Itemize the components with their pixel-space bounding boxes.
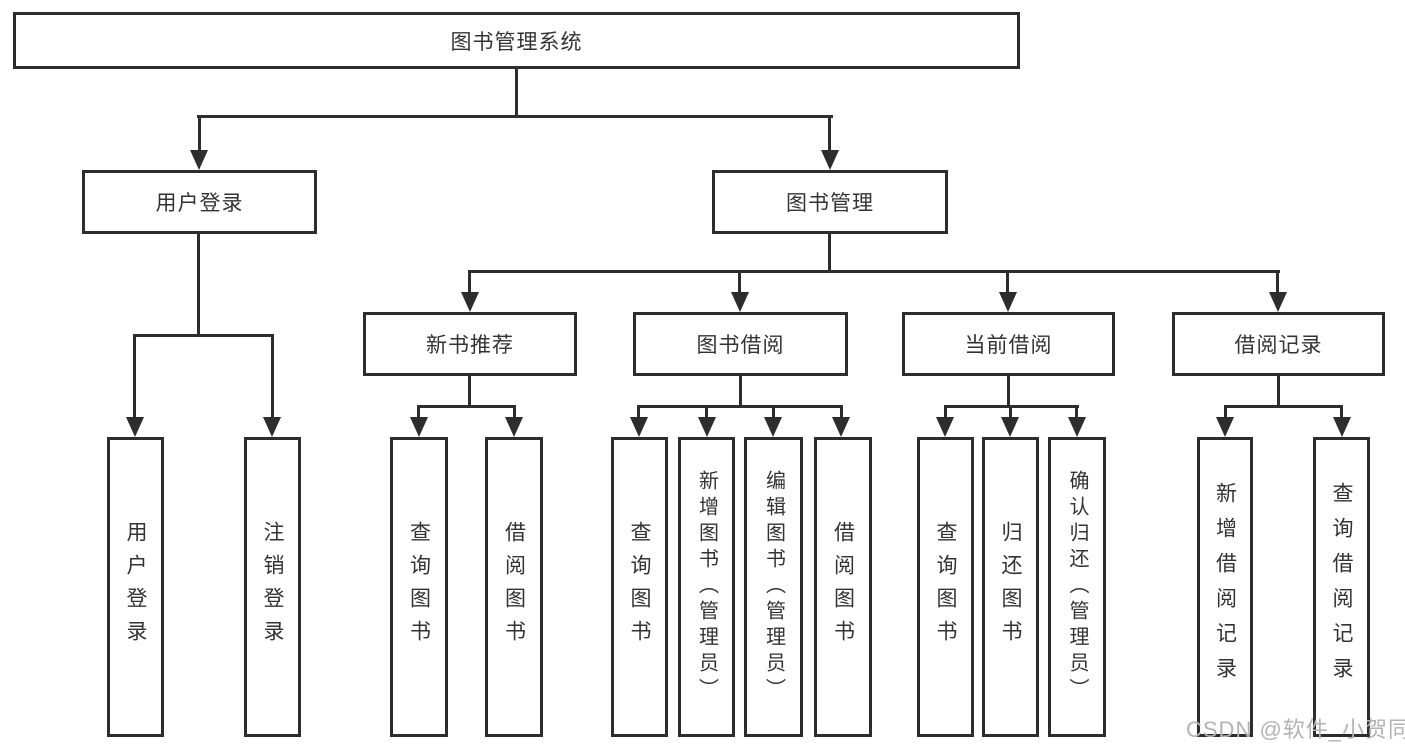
arrowhead-down-icon — [1001, 417, 1019, 437]
leaf-label: 查询图书 — [628, 521, 651, 653]
node-book-management: 图书管理 — [712, 170, 948, 234]
arrowhead-down-icon — [461, 292, 479, 312]
arrowhead-down-icon — [126, 417, 144, 437]
leaf-add-book-admin: 新增图书（管理员） — [678, 437, 735, 737]
arrowhead-down-icon — [764, 417, 782, 437]
leaf-add-borrow-record: 新增借阅记录 — [1197, 437, 1253, 737]
edge-g3-bar — [637, 405, 843, 408]
leaf-return-book: 归还图书 — [982, 437, 1039, 737]
leaf-query-borrow-record: 查询借阅记录 — [1313, 437, 1370, 737]
leaf-label: 确认归还（管理员） — [1066, 470, 1088, 704]
edge-bookmgmt-drop — [828, 234, 831, 272]
edge-g2-shaft-2 — [513, 405, 516, 419]
leaf-label: 用户登录 — [124, 521, 147, 653]
node-current-borrowing: 当前借阅 — [902, 312, 1115, 376]
arrowhead-down-icon — [832, 417, 850, 437]
leaf-user-login: 用户登录 — [107, 437, 164, 737]
leaf-logout: 注销登录 — [244, 437, 301, 737]
arrowhead-down-icon — [190, 150, 208, 170]
leaf-query-books-1: 查询图书 — [390, 437, 448, 737]
edge-g4-drop — [1007, 376, 1010, 407]
leaf-label: 新增图书（管理员） — [695, 470, 718, 704]
edge-root-bar — [197, 115, 833, 118]
arrowhead-down-icon — [1333, 417, 1351, 437]
arrowhead-down-icon — [630, 417, 648, 437]
leaf-label: 查询图书 — [407, 521, 431, 653]
leaf-label: 新增借阅记录 — [1213, 482, 1237, 692]
leaf-label: 注销登录 — [261, 521, 284, 653]
leaf-edit-book-admin: 编辑图书（管理员） — [744, 437, 803, 737]
edge-userlogin-shaft-1 — [133, 334, 136, 419]
edge-g2-bar — [417, 405, 516, 408]
node-user-login-group: 用户登录 — [82, 170, 317, 234]
arrowhead-down-icon — [505, 417, 523, 437]
arrowhead-down-icon — [821, 150, 839, 170]
edge-root-left-shaft — [198, 115, 201, 153]
edge-g3-shaft-3 — [772, 405, 775, 419]
arrowhead-down-icon — [698, 417, 716, 437]
leaf-borrow-books-1: 借阅图书 — [485, 437, 543, 737]
edge-g3-shaft-4 — [840, 405, 843, 419]
node-borrowing-records: 借阅记录 — [1172, 312, 1385, 376]
node-new-book-recommendation: 新书推荐 — [363, 312, 577, 376]
edge-level3-shaft-2 — [738, 270, 741, 294]
leaf-label: 归还图书 — [999, 521, 1022, 653]
edge-g2-shaft-1 — [417, 405, 420, 419]
leaf-query-books-2: 查询图书 — [611, 437, 668, 737]
arrowhead-down-icon — [1216, 417, 1234, 437]
leaf-confirm-return-admin: 确认归还（管理员） — [1048, 437, 1106, 737]
node-label: 用户登录 — [155, 192, 244, 215]
edge-root-right-shaft — [828, 115, 831, 153]
edge-level3-bar — [468, 270, 1280, 273]
leaf-label: 查询图书 — [934, 521, 957, 653]
leaf-borrow-books-2: 借阅图书 — [814, 437, 872, 737]
edge-g2-drop — [468, 376, 471, 407]
node-label: 图书管理系统 — [450, 30, 583, 54]
edge-root-drop — [515, 69, 518, 117]
arrowhead-down-icon — [1269, 292, 1287, 312]
leaf-label: 编辑图书（管理员） — [762, 470, 785, 704]
edge-level3-shaft-4 — [1276, 270, 1279, 294]
edge-g4-shaft-2 — [1009, 405, 1012, 419]
edge-g5-bar — [1224, 405, 1343, 408]
csdn-watermark: CSDN @软件_小贺同学 — [1186, 717, 1405, 742]
node-label: 新书推荐 — [426, 334, 514, 357]
edge-g4-shaft-3 — [1075, 405, 1078, 419]
edge-g3-shaft-1 — [637, 405, 640, 419]
node-library-management-system: 图书管理系统 — [13, 12, 1020, 69]
edge-userlogin-shaft-2 — [271, 334, 274, 419]
edge-g5-shaft-1 — [1224, 405, 1227, 419]
edge-g3-shaft-2 — [705, 405, 708, 419]
leaf-label: 借阅图书 — [502, 521, 526, 653]
arrowhead-down-icon — [410, 417, 428, 437]
node-label: 借阅记录 — [1234, 334, 1323, 357]
leaf-label: 查询借阅记录 — [1330, 482, 1353, 692]
edge-g5-drop — [1277, 376, 1280, 407]
arrowhead-down-icon — [263, 417, 281, 437]
node-label: 当前借阅 — [964, 334, 1053, 357]
edge-level3-shaft-3 — [1006, 270, 1009, 294]
edge-g5-shaft-2 — [1340, 405, 1343, 419]
arrowhead-down-icon — [731, 292, 749, 312]
edge-userlogin-bar — [133, 334, 274, 337]
arrowhead-down-icon — [1068, 417, 1086, 437]
arrowhead-down-icon — [999, 292, 1017, 312]
node-book-borrowing: 图书借阅 — [633, 312, 848, 376]
leaf-query-books-3: 查询图书 — [917, 437, 974, 737]
edge-userlogin-drop — [197, 234, 200, 337]
edge-g4-shaft-1 — [944, 405, 947, 419]
node-label: 图书借阅 — [696, 334, 785, 357]
edge-g3-drop — [739, 376, 742, 407]
arrowhead-down-icon — [936, 417, 954, 437]
edge-level3-shaft-1 — [468, 270, 471, 294]
node-label: 图书管理 — [786, 192, 874, 215]
leaf-label: 借阅图书 — [831, 521, 855, 653]
